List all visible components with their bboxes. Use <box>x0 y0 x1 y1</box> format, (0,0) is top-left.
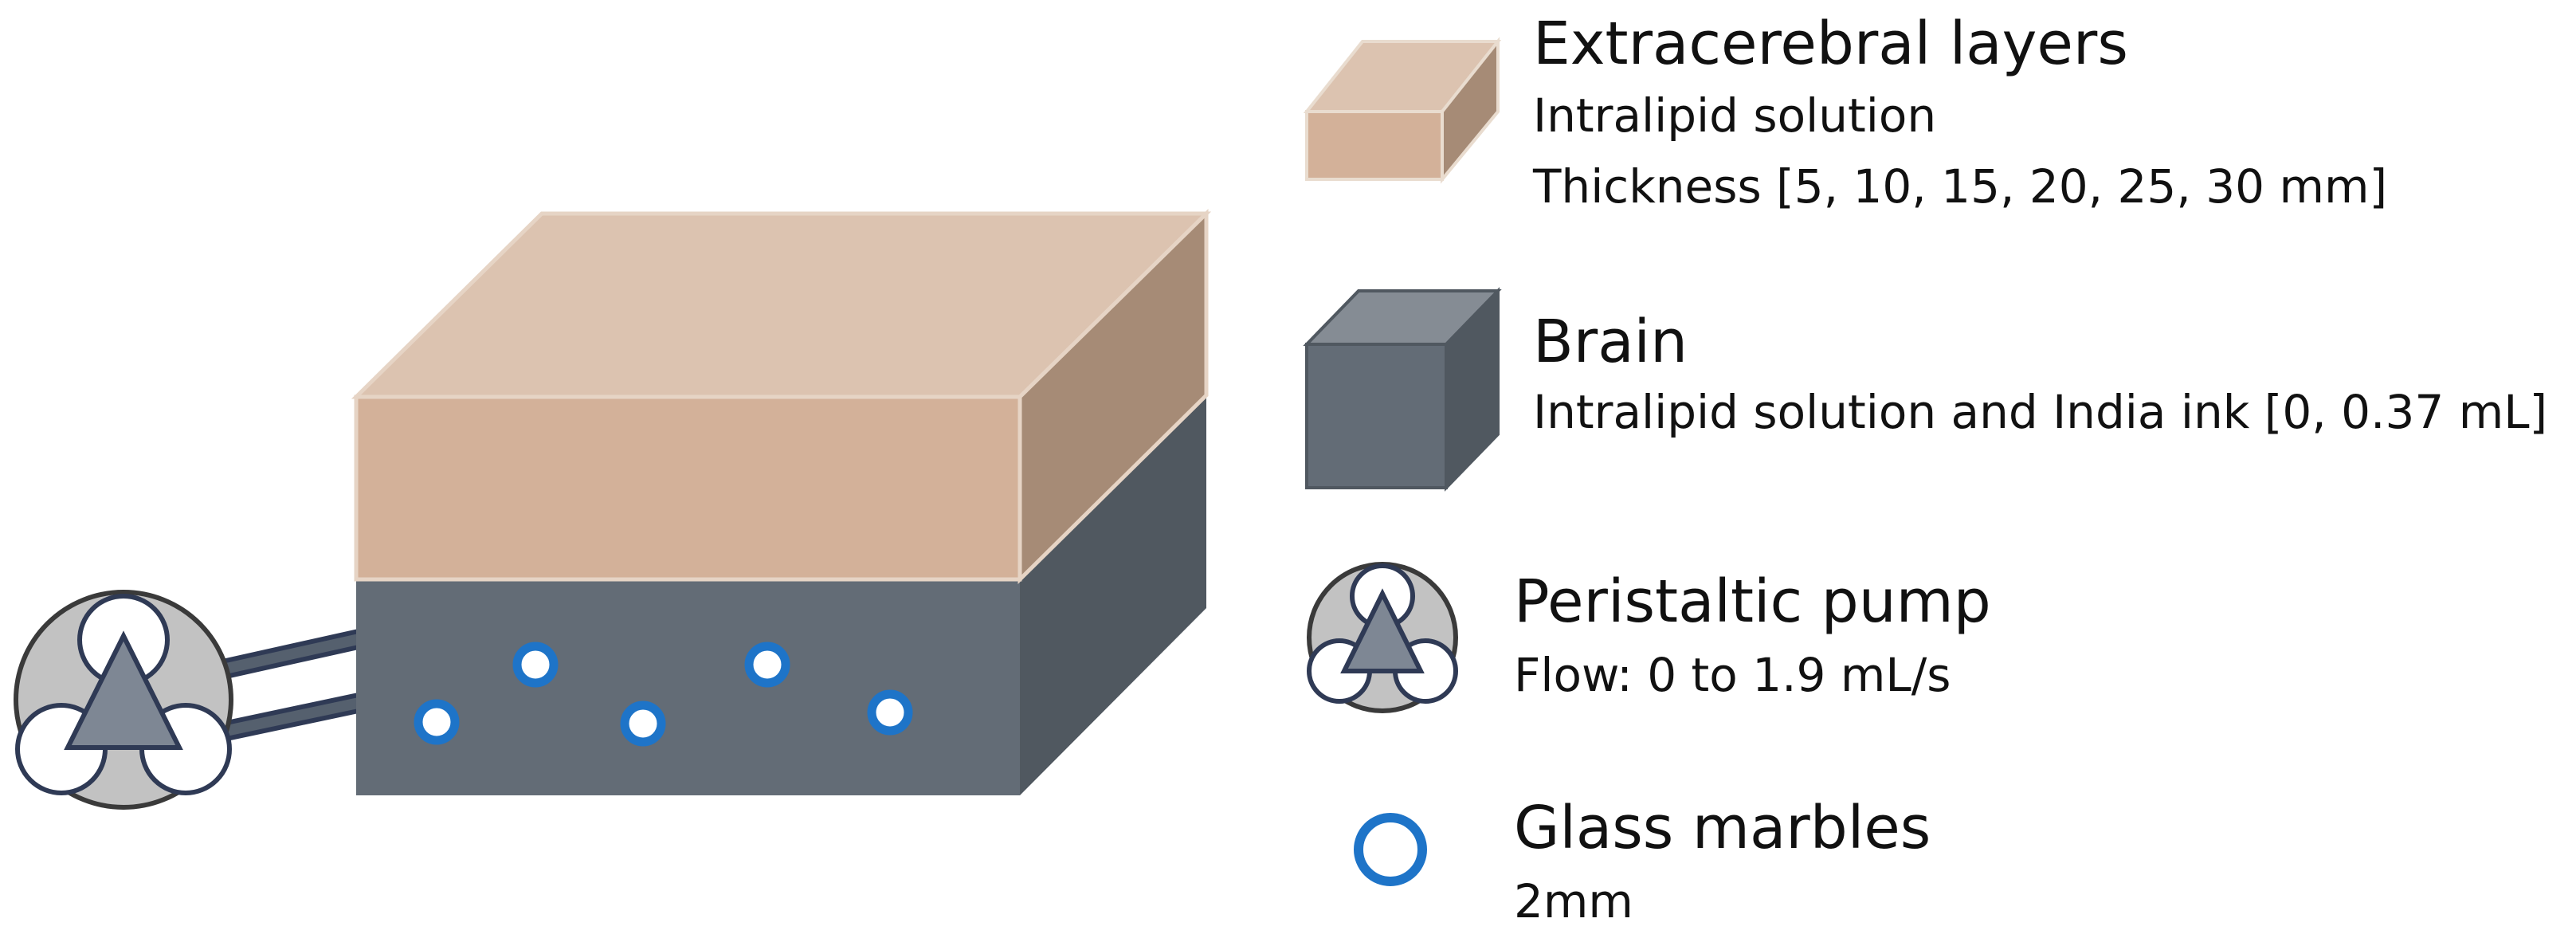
legend-pump-line-1: Flow: 0 to 1.9 mL/s <box>1514 648 1951 702</box>
brain-block-front <box>356 579 1020 795</box>
glass-marble <box>867 689 913 736</box>
glass-marble <box>512 642 559 688</box>
extracerebral-block <box>351 209 1212 584</box>
legend-brain-line-1: Intralipid solution and India ink [0, 0.… <box>1533 385 2548 439</box>
peristaltic-pump-icon <box>1307 562 1458 713</box>
marbles-group <box>414 642 913 747</box>
glass-marble <box>744 642 790 688</box>
brain-block-side <box>1020 395 1206 795</box>
tan-cube-icon <box>1303 37 1502 184</box>
legend-marbles-line-1: 2mm <box>1514 874 1633 928</box>
legend-extracerebral-line-2: Thickness [5, 10, 15, 20, 25, 30 mm] <box>1533 159 2388 214</box>
glass-marble-icon <box>1354 813 1427 886</box>
slate-cube-icon <box>1303 287 1502 492</box>
glass-marble <box>620 701 666 747</box>
legend-pump-title: Peristaltic pump <box>1514 567 1991 636</box>
legend-extracerebral-line-1: Intralipid solution <box>1533 88 1937 143</box>
legend-marbles-title: Glass marbles <box>1514 794 1931 862</box>
legend-extracerebral-title: Extracerebral layers <box>1533 10 2128 78</box>
extracerebral-block-front <box>354 394 1022 582</box>
glass-marble <box>414 699 460 745</box>
pump-tubes <box>213 628 361 744</box>
legend-brain-title: Brain <box>1533 308 1688 376</box>
brain-block <box>356 395 1206 795</box>
peristaltic-pump <box>14 590 233 810</box>
